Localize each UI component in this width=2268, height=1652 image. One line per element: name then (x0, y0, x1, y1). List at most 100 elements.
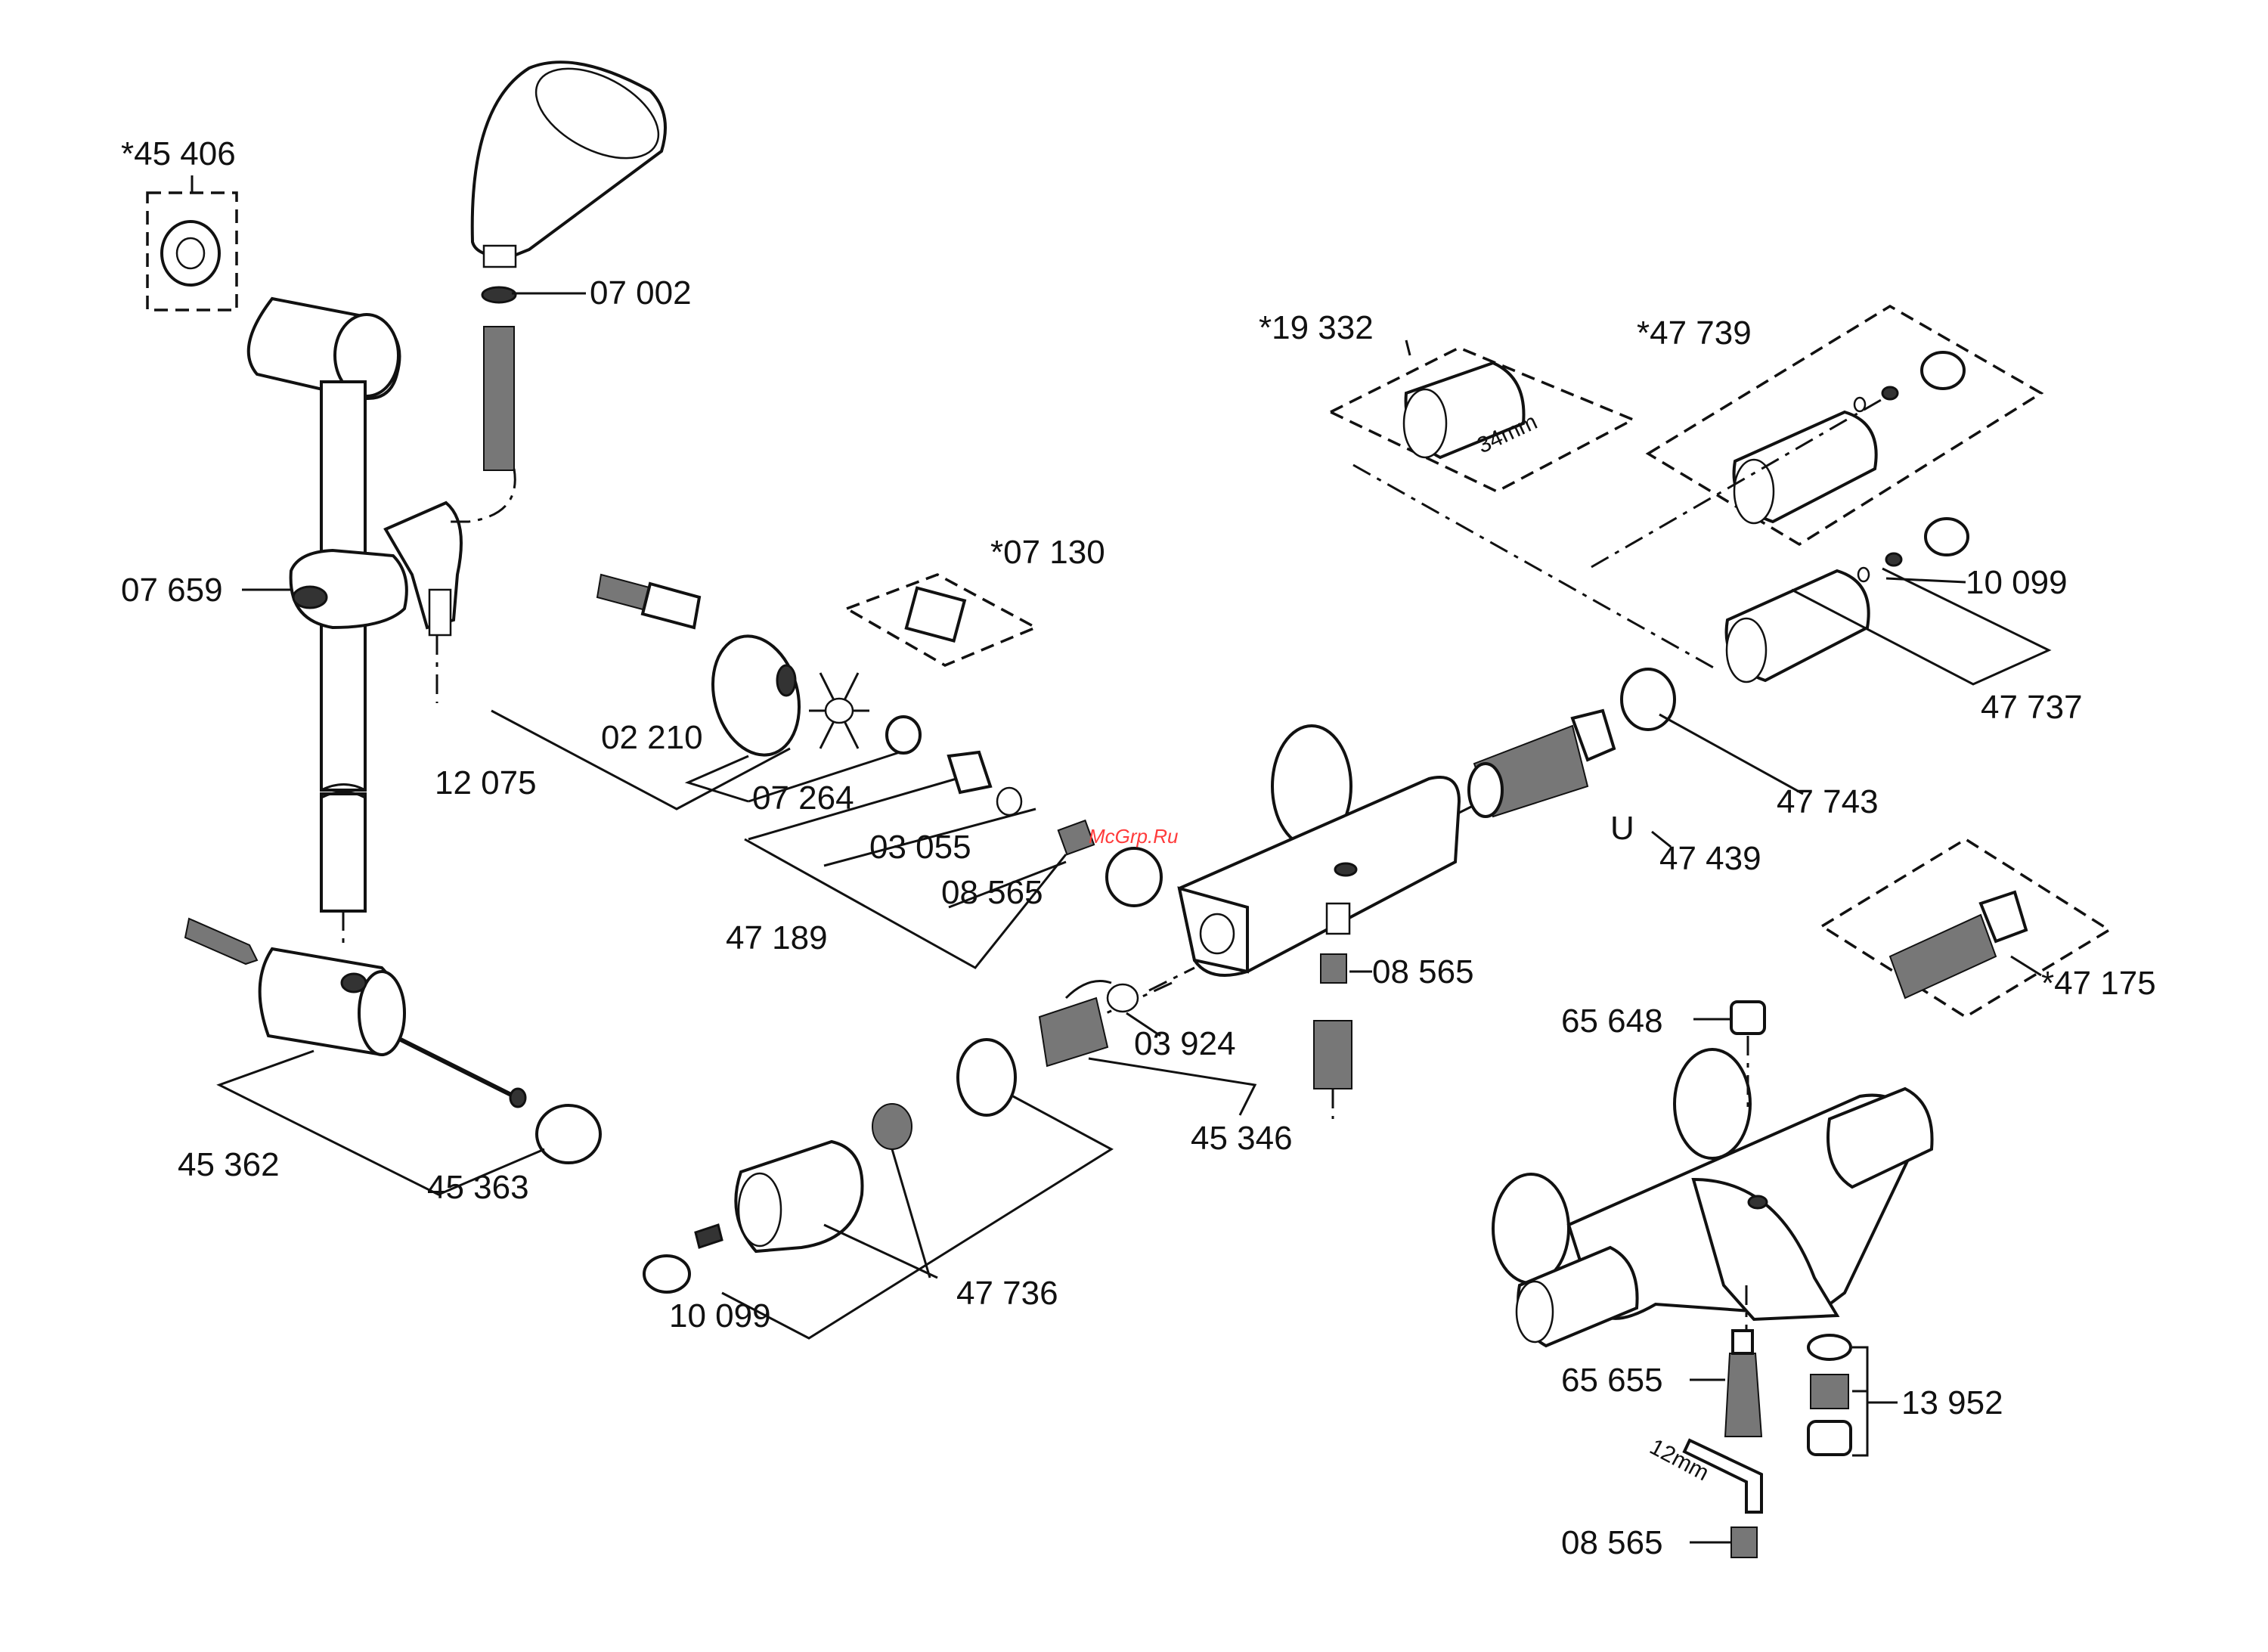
body-housing (1177, 776, 1461, 977)
label-03924: 03 924 (1134, 1025, 1236, 1062)
diverter-spindle (1731, 1329, 1754, 1355)
connector-47189 (947, 750, 993, 795)
nipple-45346 (1313, 1020, 1352, 1089)
leader-47439 (1651, 830, 1672, 848)
label-47175: *47 175 (2041, 965, 2156, 1002)
hot-handle-47737 (1352, 395, 2052, 848)
body-mark (1334, 862, 1358, 877)
optional-part-box-07130 (843, 573, 1040, 667)
cover-cap (535, 1104, 602, 1164)
bracket-hole (340, 972, 367, 993)
wrench-opening (1402, 388, 1448, 459)
leader-19332 (1405, 339, 1411, 356)
o-ring-03924 (1106, 983, 1139, 1013)
handle-hot-face (1733, 458, 1775, 525)
star-washer-07264 (809, 672, 869, 749)
filter-08565 (1057, 819, 1095, 856)
body-outlet (1199, 913, 1235, 955)
label-45363: 45 363 (427, 1169, 529, 1206)
aerator-washer (1807, 1334, 1852, 1361)
wrench-box-19332 (1328, 339, 1637, 493)
slider-knob (289, 548, 408, 630)
mixer-handle-right (1826, 1086, 1934, 1189)
leader-45346 (1088, 1057, 1257, 1116)
leader-12075 (491, 709, 791, 811)
rail-break (321, 783, 366, 792)
label-47739: *47 739 (1637, 315, 1752, 352)
rotation-arrow (1064, 980, 1112, 1000)
handle-cap (1920, 351, 1966, 390)
label-47439: 47 439 (1659, 840, 1761, 877)
axis (1148, 966, 1195, 992)
s-union-nut (640, 581, 702, 630)
filter-08565-bottom (1730, 1526, 1758, 1558)
label-10099-lower: 10 099 (669, 1297, 771, 1334)
bracket-screw (399, 1037, 516, 1099)
label-47189: 47 189 (726, 919, 828, 956)
handle-hot-face-b (1725, 617, 1768, 683)
shower-rail-assembly (146, 60, 667, 1196)
small-screw-b (1885, 552, 1903, 567)
filter-08565-body (1320, 953, 1347, 984)
label-07659: 07 659 (121, 572, 223, 609)
escutcheon-02210 (711, 634, 801, 757)
diverter-65655 (1724, 1353, 1763, 1437)
small-screw (1881, 386, 1899, 401)
mixer-rosette-front (1492, 1173, 1570, 1285)
small-washer-b (1857, 566, 1870, 583)
bracket-leader-45362-45363 (216, 1049, 545, 1196)
part-number-labels: *45 406 07 002 07 659 45 362 45 363 12 0… (121, 135, 2156, 1561)
axis (1591, 395, 1887, 569)
leader-47736 (891, 1148, 931, 1279)
label-65648: 65 648 (1561, 1003, 1663, 1040)
lower-outlet-parts (1313, 953, 1372, 1119)
cartridge-end (1467, 762, 1504, 818)
wall-dowel (184, 917, 259, 965)
label-65655: 65 655 (1561, 1362, 1663, 1399)
mixer-spout (1691, 1177, 1840, 1322)
stop-ring (872, 1103, 912, 1150)
cartridge-47175-spindle (1978, 890, 2028, 944)
optional-box-19332 (1328, 346, 1637, 493)
leader-10099-47736 (721, 1095, 1114, 1340)
hex-key (1682, 1438, 1763, 1514)
axis (1352, 463, 1717, 671)
screw-head (509, 1087, 527, 1108)
label-12075: 12 075 (435, 764, 537, 801)
label-45406: *45 406 (121, 135, 236, 172)
hand-shower-face (534, 67, 660, 160)
escutcheon-hole (776, 664, 797, 697)
bracket-13952 (1852, 1346, 1869, 1457)
cap-10099-upper (1924, 517, 1969, 556)
bottom-bracket-end (358, 970, 406, 1056)
label-07130: *07 130 (990, 534, 1105, 571)
o-ring-47189 (996, 786, 1023, 817)
label-03055: 03 055 (869, 829, 971, 866)
label-10099-upper: 10 099 (1966, 564, 2068, 601)
leader-47737 (1791, 567, 2052, 686)
thermostat-body (1073, 724, 1520, 1030)
leader-02210 (684, 755, 749, 803)
cartridge-47175 (1888, 913, 1997, 1000)
optional-box-47739 (1645, 304, 2044, 547)
label-08565-bottom: 08 565 (1561, 1524, 1663, 1561)
u-mark: U (1610, 810, 1634, 847)
body-bottom-outlet (1325, 902, 1351, 935)
hot-handle-box-47739 (1645, 304, 2044, 547)
label-13952: 13 952 (1901, 1384, 2003, 1421)
extension-07130 (904, 586, 967, 643)
label-07002: 07 002 (590, 274, 692, 311)
adaptor-47736 (956, 1038, 1017, 1117)
small-washer (1853, 396, 1867, 413)
label-08565-body: 08 565 (1372, 953, 1474, 990)
label-45362: 45 362 (178, 1146, 280, 1183)
slider-knob-button (292, 585, 328, 609)
bath-mixer-assembly (1492, 1000, 1934, 1558)
label-08565-left: 08 565 (941, 874, 1043, 911)
mixer-handle-left-face (1515, 1280, 1554, 1344)
wall-bracket-cap-inner (175, 237, 206, 270)
ring-47743 (1620, 668, 1676, 731)
handle-cold-face (737, 1172, 782, 1248)
cap-10099-lower (643, 1254, 691, 1294)
